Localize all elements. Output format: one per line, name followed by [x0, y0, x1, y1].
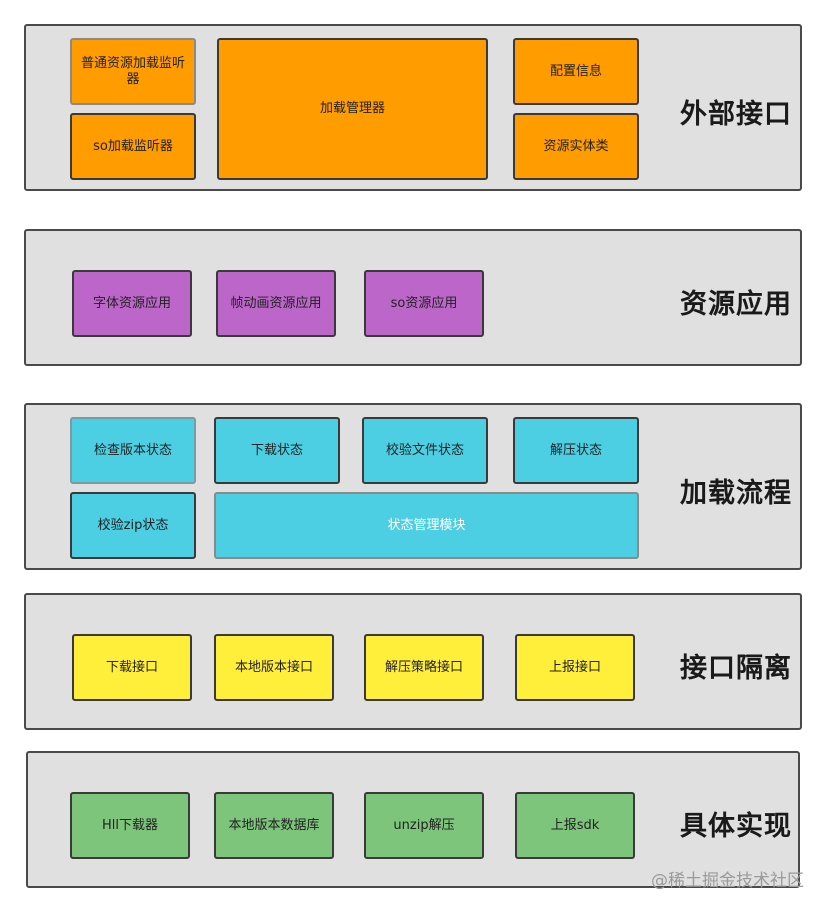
local-version-interface-label: 本地版本接口	[234, 659, 313, 675]
report-interface-box: 上报接口	[515, 634, 635, 701]
common-resource-listener-box: 普通资源加载监听器	[70, 38, 196, 105]
local-version-interface-box: 本地版本接口	[214, 634, 334, 701]
local-version-db-label: 本地版本数据库	[228, 817, 320, 833]
load-manager-box: 加载管理器	[217, 38, 488, 180]
layer-external-interface: 普通资源加载监听器 so加载监听器 加载管理器 配置信息 资源实体类 外部接口	[24, 24, 802, 191]
layer-title-interface-isolation: 接口隔离	[680, 653, 792, 684]
verify-zip-state-box: 校验zip状态	[70, 492, 196, 559]
local-version-db-box: 本地版本数据库	[214, 792, 334, 859]
verify-zip-state-label: 校验zip状态	[97, 517, 169, 533]
layer-title-resource-app: 资源应用	[680, 289, 792, 320]
font-resource-app-label: 字体资源应用	[92, 295, 171, 311]
layer-title-load-flow: 加载流程	[680, 478, 792, 509]
check-version-state-box: 检查版本状态	[70, 417, 196, 484]
unzip-state-box: 解压状态	[513, 417, 639, 484]
layer-interface-isolation: 下载接口 本地版本接口 解压策略接口 上报接口 接口隔离	[24, 593, 802, 730]
so-load-listener-label: so加载监听器	[93, 138, 173, 154]
state-manager-module-box: 状态管理模块	[214, 492, 639, 559]
layer-title-implementation: 具体实现	[680, 811, 792, 842]
resource-entity-box: 资源实体类	[513, 113, 639, 180]
unzip-strategy-interface-label: 解压策略接口	[384, 659, 463, 675]
common-resource-listener-label: 普通资源加载监听器	[80, 55, 185, 87]
layer-implementation: Hll下载器 本地版本数据库 unzip解压 上报sdk 具体实现	[26, 751, 800, 888]
config-info-label: 配置信息	[549, 63, 602, 79]
watermark-text: @稀土掘金技术社区	[651, 871, 804, 891]
hll-downloader-label: Hll下载器	[102, 817, 158, 833]
so-resource-app-label: so资源应用	[390, 295, 458, 311]
download-interface-box: 下载接口	[72, 634, 192, 701]
so-resource-app-box: so资源应用	[364, 270, 484, 337]
font-resource-app-box: 字体资源应用	[72, 270, 192, 337]
unzip-impl-label: unzip解压	[393, 817, 455, 833]
config-info-box: 配置信息	[513, 38, 639, 105]
download-interface-label: 下载接口	[105, 659, 158, 675]
report-sdk-box: 上报sdk	[515, 792, 635, 859]
download-state-box: 下载状态	[214, 417, 340, 484]
load-manager-label: 加载管理器	[319, 101, 385, 116]
check-version-state-label: 检查版本状态	[93, 442, 172, 458]
layer-title-external: 外部接口	[680, 99, 792, 130]
resource-entity-label: 资源实体类	[543, 138, 609, 154]
layer-load-flow: 检查版本状态 下载状态 校验文件状态 解压状态 校验zip状态 状态管理模块 加…	[24, 403, 802, 570]
download-state-label: 下载状态	[250, 442, 303, 458]
unzip-impl-box: unzip解压	[364, 792, 484, 859]
report-interface-label: 上报接口	[548, 659, 601, 675]
report-sdk-label: 上报sdk	[550, 817, 600, 833]
state-manager-module-label: 状态管理模块	[387, 517, 466, 533]
verify-file-state-label: 校验文件状态	[385, 442, 464, 458]
frame-anim-resource-app-box: 帧动画资源应用	[216, 270, 336, 337]
so-load-listener-box: so加载监听器	[70, 113, 196, 180]
hll-downloader-box: Hll下载器	[70, 792, 190, 859]
unzip-strategy-interface-box: 解压策略接口	[364, 634, 484, 701]
layer-resource-application: 字体资源应用 帧动画资源应用 so资源应用 资源应用	[24, 229, 802, 366]
frame-anim-resource-app-label: 帧动画资源应用	[230, 295, 322, 311]
verify-file-state-box: 校验文件状态	[362, 417, 488, 484]
unzip-state-label: 解压状态	[549, 442, 602, 458]
